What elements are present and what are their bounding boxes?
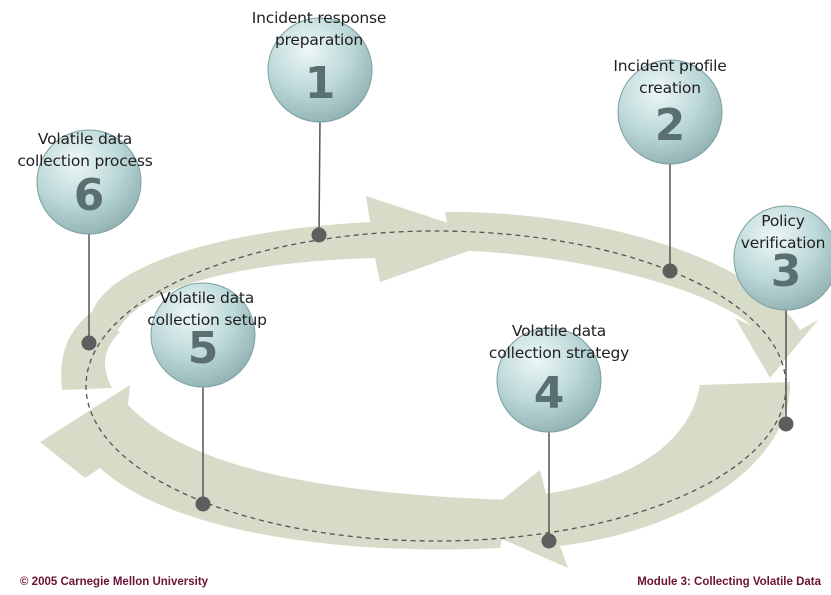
step-pin-5: 5 (150, 282, 256, 512)
step-bubble (150, 282, 256, 388)
arrow-segment-top-left (92, 196, 500, 330)
step-pins: 1 2 3 4 5 6 (36, 17, 831, 549)
cycle-arrows (40, 196, 818, 568)
step-bubble (733, 205, 831, 311)
pin-dot (311, 227, 327, 243)
step-pin-2: 2 (617, 59, 723, 279)
step-number: 1 (305, 58, 336, 109)
arrow-segment-bottom-left (40, 385, 510, 550)
pin-dot (195, 496, 211, 512)
step-pin-6: 6 (36, 129, 142, 351)
step-bubble (267, 17, 373, 123)
step-pin-4: 4 (496, 327, 602, 549)
step-pin-1: 1 (267, 17, 373, 243)
arrow-segment-top-right (445, 211, 818, 378)
step-number: 6 (74, 170, 105, 221)
step-bubble (617, 59, 723, 165)
step-number: 2 (655, 100, 686, 151)
step-bubble (496, 327, 602, 433)
arrow-segment-left (61, 312, 120, 390)
step-number: 5 (188, 323, 219, 374)
step-number: 3 (771, 246, 802, 297)
pin-dot (81, 335, 97, 351)
step-pin-3: 3 (733, 205, 831, 432)
pin-stem (318, 119, 321, 236)
footer-module-title: Module 3: Collecting Volatile Data (637, 576, 821, 588)
pin-dot (662, 263, 678, 279)
footer-copyright: © 2005 Carnegie Mellon University (20, 576, 209, 588)
step-bubble (36, 129, 142, 235)
pin-dot (778, 416, 794, 432)
pin-dot (541, 533, 557, 549)
step-number: 4 (534, 368, 565, 419)
arrow-segment-bottom-right (470, 382, 791, 568)
